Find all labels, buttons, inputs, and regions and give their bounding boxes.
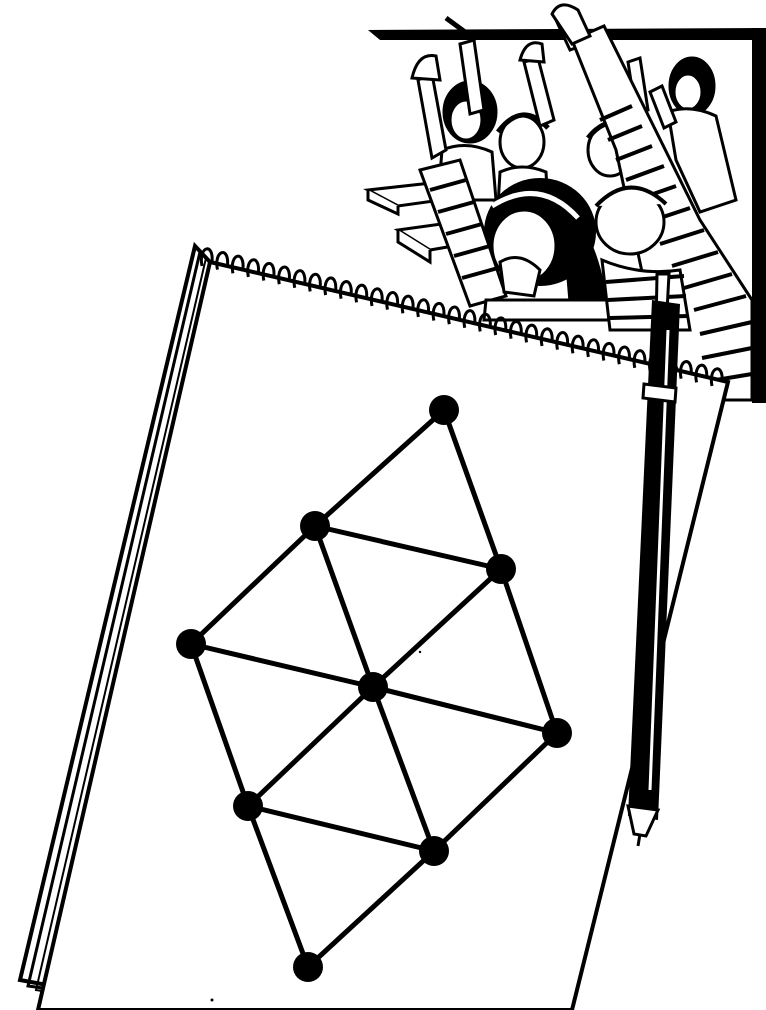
pen-tip [628,806,658,836]
graph-vertex [358,672,388,702]
graph-vertex [486,554,516,584]
ink-speck [211,999,214,1002]
pen-cap-band [643,384,676,402]
graph-vertex [429,395,459,425]
scene-frame-right [752,28,766,403]
notepad [20,246,728,1010]
pen-point [638,834,640,846]
graph-vertex [176,629,206,659]
girl-with-headband [420,160,616,320]
graph-vertex [300,511,330,541]
ink-speck [419,651,421,653]
graph-vertex [233,791,263,821]
graph-vertex [293,952,323,982]
graph-vertex [542,718,572,748]
graph-vertex [419,836,449,866]
